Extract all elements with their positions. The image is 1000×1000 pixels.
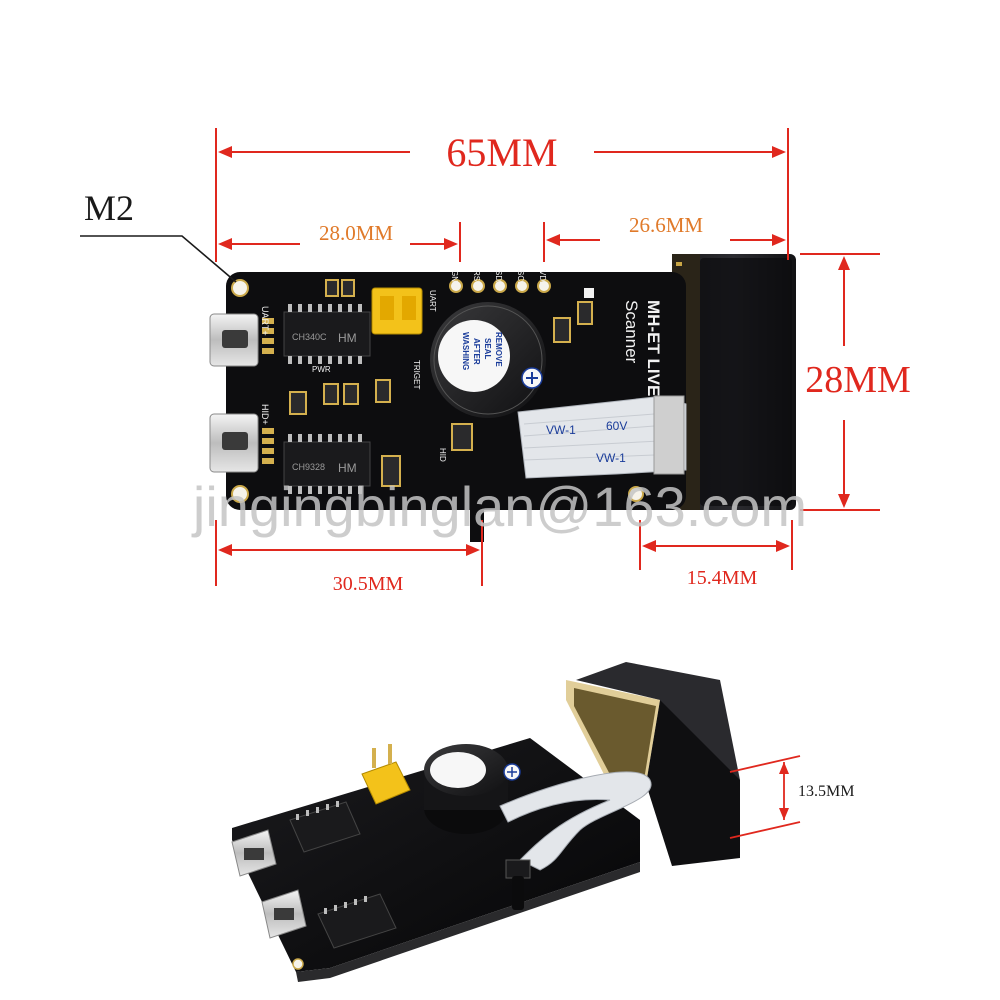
port-label-uart: UART+ (260, 306, 270, 336)
dim-overall-length: 65MM (446, 130, 557, 175)
svg-text:SDA: SDA (494, 270, 503, 287)
board-title-line2: Scanner (622, 300, 641, 364)
svg-text:RST: RST (472, 270, 481, 286)
jumper-block (371, 287, 423, 335)
svg-text:WASHING: WASHING (461, 332, 470, 370)
perspective-chips (289, 801, 397, 949)
ribbon-cable: 60V VW-1 VW-1 (517, 395, 687, 479)
perspective-buzzer-seal (430, 752, 486, 788)
perspective-ribbon-cable (499, 771, 652, 871)
dimension-lines (215, 128, 880, 586)
chip-ch9328-brand: HM (338, 461, 357, 475)
side-height-dimension (729, 755, 801, 839)
mounting-hole-top-left (231, 279, 249, 297)
svg-text:SEAL: SEAL (483, 338, 492, 359)
buzzer-seal (438, 320, 510, 392)
port-label-hid: HID+ (260, 404, 270, 425)
svg-text:REMOVE: REMOVE (494, 332, 503, 367)
buzzer: REMOVE SEAL AFTER WASHING (430, 302, 546, 418)
header-pin-labels: GND RST SDA SCL VDD (450, 270, 547, 288)
trigger-button (470, 508, 484, 542)
m2-label: M2 (84, 188, 134, 228)
chip-ch9328-label: CH9328 (292, 462, 325, 472)
perspective-jumper (361, 744, 411, 805)
svg-text:AFTER: AFTER (472, 338, 481, 365)
dim-left-offset: 28.0MM (319, 221, 393, 245)
cable-text-vw1-bottom: VW-1 (596, 451, 626, 465)
usb-port-uart (209, 313, 259, 367)
watermark: jingingbinglan@163.com (191, 475, 807, 538)
dimension-arrowheads (218, 146, 850, 556)
svg-text:HID: HID (438, 448, 447, 462)
dim-bottom-left: 30.5MM (333, 573, 404, 595)
board-title-line1: MH-ET LIVE (644, 300, 663, 396)
chip-ch340c: CH340C HM (283, 304, 371, 364)
side-labels: UART TRIGET HID PWR (312, 290, 447, 462)
top-view-board: UART+ HID+ CH340C HM (209, 254, 796, 542)
perspective-usb-bottom (261, 889, 307, 939)
dim-height: 28MM (805, 359, 911, 401)
perspective-mounting-hole (292, 958, 304, 970)
perspective-trigger-button (505, 859, 531, 910)
perspective-usb-top (231, 829, 277, 877)
svg-text:SCL: SCL (516, 270, 525, 286)
svg-text:VDD: VDD (538, 270, 547, 287)
mounting-hole-right (628, 486, 644, 502)
perspective-buzzer (424, 744, 521, 834)
mounting-hole-bottom-left (231, 485, 249, 503)
cable-text-60v: 60V (606, 419, 627, 433)
header-pins (449, 279, 551, 293)
side-height-arrowheads (779, 762, 789, 820)
cable-text-vw1-top: VW-1 (546, 423, 576, 437)
usb-port-hid (209, 413, 259, 473)
dim-side-height: 13.5MM (798, 783, 854, 800)
m2-callout: M2 (80, 188, 237, 283)
svg-text:UART: UART (428, 290, 437, 312)
dim-bottom-right: 15.4MM (687, 567, 758, 589)
svg-text:TRIGET: TRIGET (412, 360, 421, 389)
svg-text:PWR: PWR (312, 365, 331, 374)
chip-ch340c-label: CH340C (292, 332, 327, 342)
chip-ch9328: CH9328 HM (283, 434, 371, 494)
chip-ch340c-brand: HM (338, 331, 357, 345)
svg-text:GND: GND (450, 270, 459, 288)
perspective-board (231, 662, 740, 982)
perspective-scanner-module (566, 662, 740, 866)
dim-right-offset: 26.6MM (629, 213, 703, 237)
